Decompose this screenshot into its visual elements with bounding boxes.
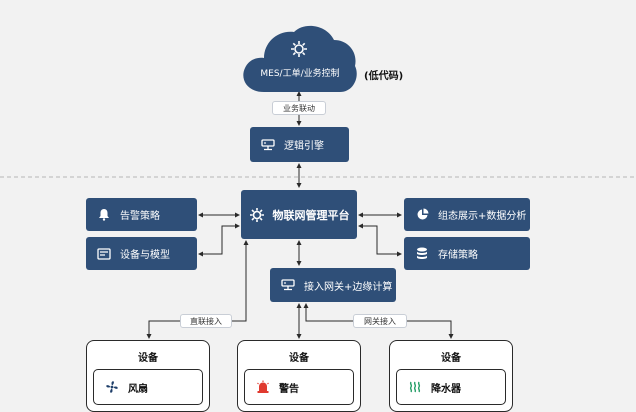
edge-platform-storage: [358, 223, 402, 257]
device-item-fan[interactable]: 风扇: [93, 369, 203, 405]
device-item-label: 降水器: [431, 383, 461, 395]
direct-access-label: 直联接入: [180, 314, 232, 328]
server-icon: [260, 137, 276, 153]
device-card-fan[interactable]: 设备 风扇: [86, 340, 210, 412]
heat-waves-icon: [407, 379, 423, 395]
device-card-alarm[interactable]: 设备 警告: [237, 340, 361, 412]
cloud-shape: [243, 25, 357, 92]
logic-engine-node[interactable]: 逻辑引擎: [250, 127, 349, 162]
gear-chip-icon: [249, 207, 265, 223]
device-icon: [96, 246, 112, 262]
device-card-title: 设备: [441, 353, 461, 364]
database-icon: [414, 246, 430, 262]
pie-chart-icon: [414, 207, 430, 223]
iot-platform-label: 物联网管理平台: [272, 208, 350, 222]
device-model-label: 设备与模型: [120, 250, 170, 261]
device-model-node[interactable]: 设备与模型: [86, 237, 197, 270]
storage-policy-label: 存储策略: [438, 250, 478, 261]
viz-analysis-node[interactable]: 组态展示+数据分析: [404, 198, 530, 231]
viz-analysis-label: 组态展示+数据分析: [438, 211, 527, 222]
device-item-label: 风扇: [128, 383, 148, 395]
alarm-policy-node[interactable]: 告警策略: [86, 198, 197, 231]
gateway-edge-node[interactable]: 接入网关+边缘计算: [270, 268, 396, 302]
alarm-policy-label: 告警策略: [120, 211, 160, 222]
lowcode-label: (低代码): [364, 71, 404, 82]
device-item-label: 警告: [279, 383, 299, 395]
fan-icon: [104, 379, 120, 395]
device-card-title: 设备: [289, 353, 309, 364]
storage-policy-node[interactable]: 存储策略: [404, 237, 530, 270]
cloud-label: MES/工单/业务控制: [260, 69, 340, 79]
edge-platform-model: [198, 223, 240, 257]
logic-engine-label: 逻辑引擎: [284, 141, 324, 152]
iot-platform-node[interactable]: 物联网管理平台: [241, 190, 357, 239]
device-item-alarm[interactable]: 警告: [244, 369, 354, 405]
bell-icon: [96, 207, 112, 223]
device-item-dehumidifier[interactable]: 降水器: [396, 369, 506, 405]
gateway-edge-label: 接入网关+边缘计算: [304, 281, 393, 293]
device-card-dehumidifier[interactable]: 设备 降水器: [389, 340, 513, 412]
cloud-icon: [290, 40, 308, 58]
device-card-title: 设备: [138, 353, 158, 364]
alarm-light-icon: [255, 379, 271, 395]
server-icon: [280, 277, 296, 293]
business-link-label: 业务联动: [272, 101, 326, 115]
gateway-access-label: 网关接入: [353, 314, 407, 328]
